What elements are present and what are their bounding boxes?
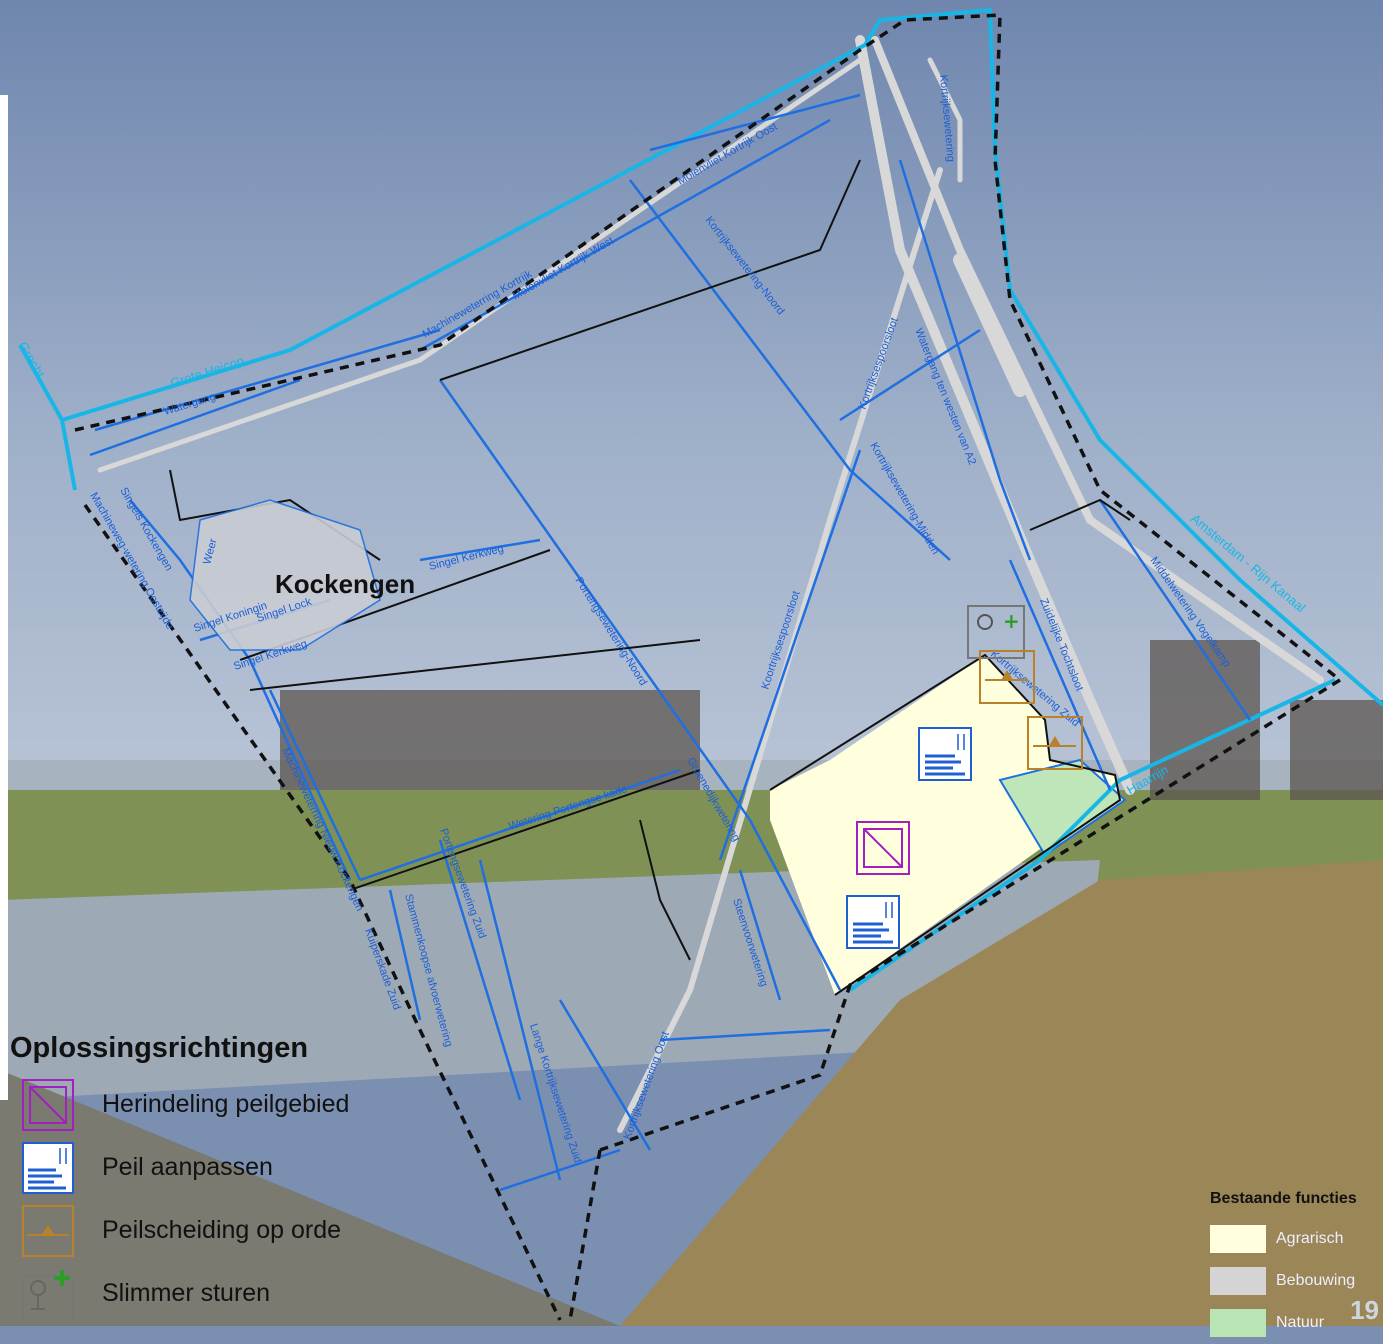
herindeling-icon — [22, 1078, 74, 1131]
polder-outline — [74, 13, 1342, 1321]
legend-oplossingsrichtingen: Oplossingsrichtingen Herindeling peilgeb… — [10, 1032, 410, 1325]
legend-title: Oplossingsrichtingen — [10, 1032, 309, 1064]
peilscheiding-icon — [22, 1204, 74, 1257]
map-symbol-slimmer-sturen-icon: + — [967, 605, 1025, 659]
map-symbol-peil-aanpassen-icon — [918, 727, 972, 781]
legend-item-agrarisch: Agrarisch — [1210, 1218, 1383, 1260]
swatch-natuur — [1210, 1309, 1266, 1337]
map-symbol-peil-aanpassen-icon — [846, 895, 900, 949]
map-symbol-peilscheiding-icon — [979, 650, 1035, 704]
legend-item-bebouwing: Bebouwing — [1210, 1260, 1383, 1302]
legend-item-slimmer-sturen: Slimmer sturen — [10, 1262, 410, 1325]
legend-label: Natuur — [1276, 1314, 1325, 1331]
legend-label: Agrarisch — [1276, 1230, 1344, 1247]
map-symbol-peilscheiding-icon — [1027, 716, 1083, 770]
legend-label: Peil aanpassen — [102, 1153, 273, 1181]
left-legend-panel — [0, 95, 8, 1100]
legend-item-herindeling: Herindeling peilgebied — [10, 1073, 410, 1136]
legend-item-peil-aanpassen: Peil aanpassen — [10, 1136, 410, 1199]
swatch-bebouwing — [1210, 1267, 1266, 1295]
svg-text:+: + — [1003, 609, 1020, 633]
town-builtup — [189, 499, 381, 651]
legend-bestaande-functies: Bestaande functies Agrarisch Bebouwing N… — [1210, 1190, 1383, 1344]
map-symbol-herindeling-icon — [856, 821, 910, 875]
legend-label: Herindeling peilgebied — [102, 1090, 350, 1118]
tree-line — [280, 640, 1383, 800]
reed-bank — [620, 860, 1383, 1326]
legend-title: Bestaande functies — [1210, 1190, 1357, 1207]
slimmer-sturen-icon — [22, 1269, 74, 1320]
legend-label: Bebouwing — [1276, 1272, 1356, 1289]
foreground-grass — [0, 1070, 620, 1326]
nature-area — [998, 758, 1127, 857]
page-number: 19 — [1350, 1295, 1379, 1325]
legend-item-peilscheiding: Peilscheiding op orde — [10, 1199, 410, 1262]
swatch-agrarisch — [1210, 1225, 1266, 1253]
peil-aanpassen-icon — [22, 1141, 74, 1194]
legend-label: Peilscheiding op orde — [102, 1216, 342, 1244]
legend-label: Slimmer sturen — [102, 1279, 271, 1307]
town-label-kockengen: Kockengen — [275, 569, 415, 599]
